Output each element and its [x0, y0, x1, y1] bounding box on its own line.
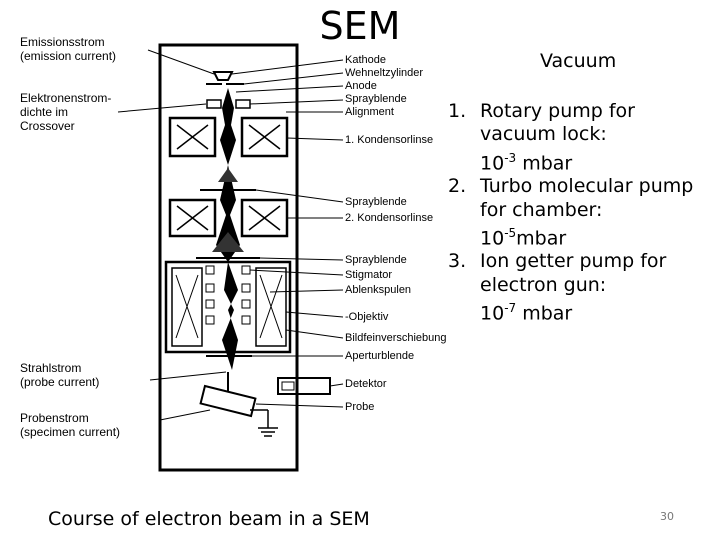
list-item-value: 10-5mbar [480, 222, 718, 251]
list-item-line1: Turbo molecular pump [480, 175, 694, 198]
detector-inner [281, 381, 295, 391]
label-stigmator: Stigmator [345, 269, 393, 281]
label-alignment: Alignment [345, 106, 394, 118]
value-base: 10 [480, 227, 505, 250]
value-unit: mbar [516, 302, 573, 325]
label-condenser-2: 2. Kondensorlinse [345, 212, 434, 224]
stigmator-coils [205, 265, 251, 325]
label-deflection: Ablenkspulen [345, 284, 412, 296]
label-probe-current-de: Strahlstrom [20, 361, 82, 375]
vacuum-pump-list: 1. Rotary pump for vacuum lock: 10-3 mba… [448, 100, 718, 326]
beam-spray-2 [212, 232, 244, 252]
list-item-line2: electron gun: [480, 273, 607, 296]
label-density-1: Elektronenstrom- [20, 91, 112, 105]
leader-lines-left [117, 49, 227, 421]
label-emission-de: Emissionsstrom [20, 35, 105, 49]
label-detector: Detektor [345, 378, 387, 390]
condenser-lens-2-left [168, 198, 217, 238]
objective-left-x [175, 274, 199, 339]
label-kathode: Kathode [345, 54, 386, 66]
label-specimen-current-en: (specimen current) [20, 425, 121, 439]
list-item-line2: for chamber: [480, 198, 603, 221]
list-item-value: 10-3 mbar [480, 147, 718, 176]
value-unit: mbar [516, 151, 573, 174]
list-item: 3. Ion getter pump for electron gun: 10-… [448, 250, 718, 325]
list-item-number: 3. [448, 250, 467, 273]
list-item-number: 2. [448, 175, 467, 198]
objective-right-x [259, 274, 283, 339]
label-specimen-current-de: Probenstrom [20, 411, 89, 425]
label-aperture: Aperturblende [345, 350, 415, 362]
condenser-lens-1-right [240, 116, 289, 158]
label-wehnelt: Wehneltzylinder [345, 67, 424, 79]
label-objective-text: Objektiv [348, 311, 389, 323]
value-exponent: -5 [504, 225, 517, 240]
beam-spray-1 [218, 168, 238, 182]
value-base: 10 [480, 151, 505, 174]
objective-left-pole [171, 267, 203, 347]
list-item: 1. Rotary pump for vacuum lock: 10-3 mba… [448, 100, 718, 175]
condenser-lens-1-left [168, 116, 217, 158]
condenser-lens-1-left-x [176, 124, 209, 150]
list-item: 2. Turbo molecular pump for chamber: 10-… [448, 175, 718, 250]
label-anode: Anode [345, 80, 377, 92]
column-outline [158, 43, 299, 472]
label-probe: Probe [345, 401, 375, 413]
specimen-holder [199, 384, 257, 418]
label-spray-2: Sprayblende [345, 196, 407, 208]
electron-beam [216, 88, 240, 370]
label-emission-en: (emission current) [20, 49, 117, 63]
condenser-lens-2-left-x [176, 205, 209, 231]
spray-aperture-1-left [206, 99, 222, 109]
value-exponent: -7 [504, 301, 517, 316]
slide-title: SEM [319, 4, 401, 48]
objective-right-pole [255, 267, 287, 347]
page-number: 30 [660, 510, 674, 523]
ground-symbol [258, 410, 278, 437]
vacuum-heading: Vacuum [540, 50, 617, 72]
label-density-3: Crossover [20, 119, 75, 133]
value-exponent: -3 [504, 150, 517, 165]
label-density-2: dichte im [20, 105, 69, 119]
condenser-lens-2-right-x [248, 205, 281, 231]
leader-lines-right [231, 59, 344, 408]
label-objective: -Objektiv [345, 311, 389, 323]
label-condenser-1: 1. Kondensorlinse [345, 134, 434, 146]
list-item-number: 1. [448, 100, 467, 122]
label-probe-current-en: (probe current) [20, 375, 100, 389]
list-item-line1: Rotary pump for [480, 100, 635, 122]
value-base: 10 [480, 302, 505, 325]
detector-box [277, 377, 331, 395]
list-item-line1: Ion getter pump for [480, 250, 667, 273]
cathode-shape [212, 71, 234, 81]
label-spray-3: Sprayblende [345, 254, 407, 266]
value-unit: mbar [516, 227, 567, 250]
list-item-value: 10-7 mbar [480, 297, 718, 326]
label-image-shift: Bildfeinverschiebung [345, 332, 447, 344]
figure-caption: Course of electron beam in a SEM [48, 508, 370, 530]
list-item-line2: vacuum lock: [480, 123, 607, 146]
condenser-lens-1-right-x [248, 124, 281, 150]
label-spray-1: Sprayblende [345, 93, 407, 105]
spray-aperture-1-right [235, 99, 251, 109]
